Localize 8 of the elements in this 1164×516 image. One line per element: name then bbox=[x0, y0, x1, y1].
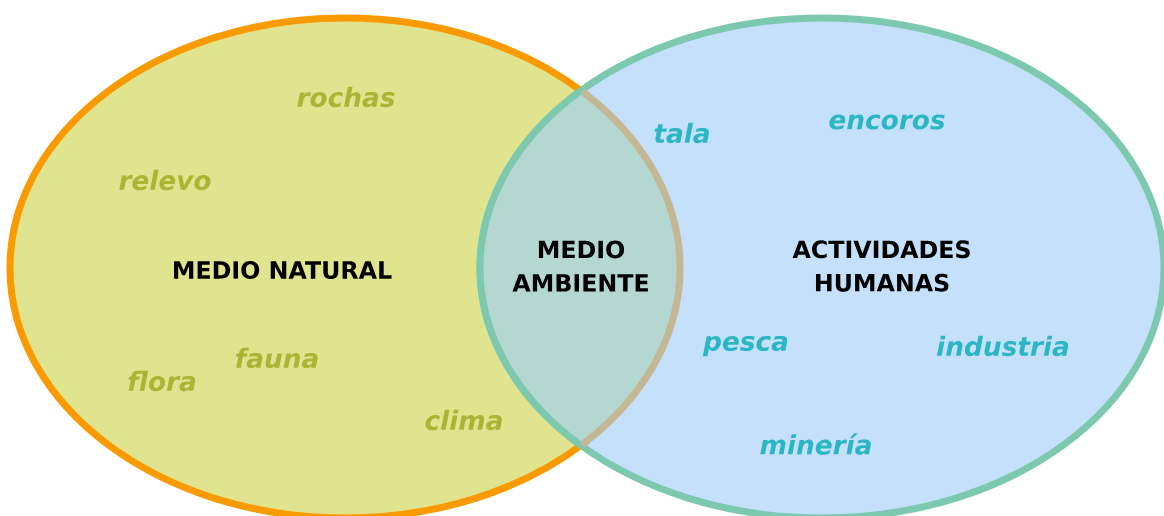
word-label: encoros bbox=[829, 114, 945, 130]
word-label: relevo bbox=[119, 169, 211, 191]
word-label: fauna bbox=[236, 347, 318, 369]
word-label: minería bbox=[760, 433, 871, 455]
word-label: flora bbox=[128, 370, 196, 392]
word-label: industria bbox=[937, 335, 1069, 357]
word-label: pesca bbox=[702, 335, 788, 357]
word-label: rochas bbox=[297, 86, 395, 108]
